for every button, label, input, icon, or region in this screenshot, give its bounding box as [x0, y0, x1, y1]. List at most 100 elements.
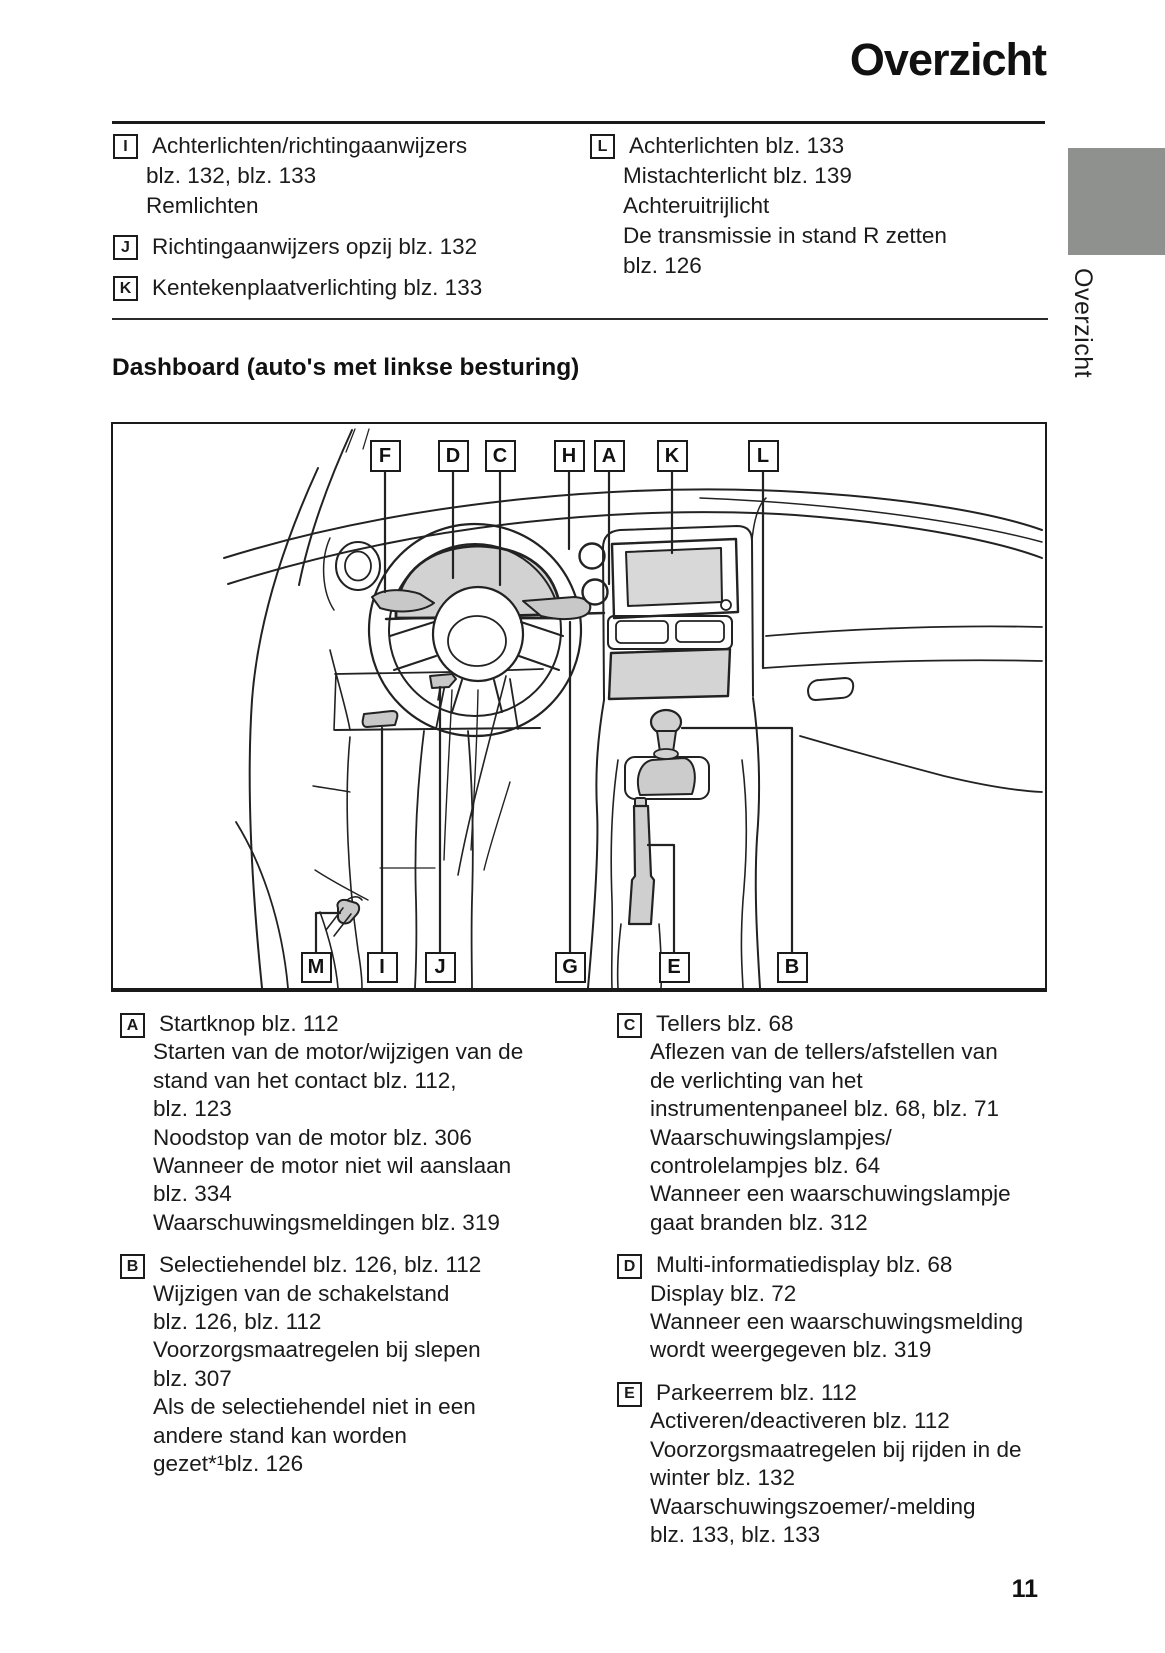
callout-letter-I: I: [113, 134, 138, 159]
top-reference-list-left: I Achterlichten/richtingaanwijzers blz. 13…: [113, 131, 573, 314]
dashboard-line-drawing: [223, 428, 1043, 988]
text-line: Multi-informatiedisplay blz. 68: [656, 1252, 953, 1278]
text-line: Activeren/deactiveren blz. 112: [650, 1408, 950, 1434]
text-line: Richtingaanwijzers opzij blz. 132: [152, 234, 478, 259]
text-line: andere stand kan worden: [153, 1422, 407, 1448]
text-line: Display blz. 72: [650, 1280, 797, 1306]
text-line: Wanneer een waarschuwingslampje: [650, 1181, 1011, 1207]
text-line: blz. 334: [153, 1181, 232, 1207]
text-line: blz. 133, blz. 133: [650, 1521, 821, 1547]
text-line: Remlichten: [146, 193, 259, 218]
diagram-callout-I: I: [366, 952, 398, 983]
text-line: De transmissie in stand R zetten: [623, 223, 947, 248]
text-line: winter blz. 132: [650, 1465, 796, 1491]
diagram-callout-D: D: [437, 440, 469, 472]
reference-text: Kentekenplaatverlichting blz. 133: [146, 273, 573, 303]
callout-letter-K: K: [113, 276, 138, 301]
diagram-callout-F: F: [369, 440, 401, 472]
text-line: Kentekenplaatverlichting blz. 133: [152, 275, 483, 300]
leader-line-E: [646, 843, 676, 954]
text-line: Waarschuwingszoemer/-melding: [650, 1493, 976, 1519]
header-rule: [112, 121, 1045, 124]
text-line: instrumentenpaneel blz. 68, blz. 71: [650, 1096, 999, 1122]
callout-letter-A: A: [120, 1013, 145, 1038]
diagram-callout-H: H: [553, 440, 585, 472]
diagram-callout-G: G: [554, 952, 586, 983]
text-line: de verlichting van het: [650, 1067, 863, 1093]
section-heading: Dashboard (auto's met linkse besturing): [112, 354, 580, 381]
text-line: blz. 126, blz. 112: [153, 1309, 322, 1335]
text-line: stand van het contact blz. 112,: [153, 1067, 457, 1093]
page-number: 11: [1011, 1575, 1038, 1603]
diagram-callout-A: A: [593, 440, 625, 472]
reference-item-C: C Tellers blz. 68 Aflezen van de tellers/a…: [617, 1010, 1057, 1237]
text-line: Waarschuwingslampjes/: [650, 1124, 892, 1150]
text-line: Wanneer de motor niet wil aanslaan: [153, 1153, 512, 1179]
callout-letter-C: C: [617, 1013, 642, 1038]
text-line: blz. 132, blz. 133: [146, 163, 317, 188]
callout-letter-B: B: [120, 1254, 145, 1280]
text-line: Startknop blz. 112: [159, 1011, 339, 1036]
diagram-callout-C: C: [484, 440, 516, 472]
callout-letter-E: E: [617, 1381, 642, 1407]
text-line: blz. 307: [153, 1365, 232, 1391]
reference-text: Tellers blz. 68 Aflezen van de tellers/af…: [650, 1010, 1057, 1237]
text-line: Achterlichten/richtingaanwijzers: [152, 133, 468, 158]
text-line: Mistachterlicht blz. 139: [623, 163, 852, 188]
leader-line-B: [680, 726, 794, 954]
chapter-tab-label: Overzicht: [1069, 268, 1097, 379]
reference-text: Richtingaanwijzers opzij blz. 132: [146, 232, 573, 262]
text-line: controlelampjes blz. 64: [650, 1153, 881, 1179]
diagram-callout-L: L: [747, 440, 779, 472]
text-line: Tellers blz. 68: [656, 1011, 794, 1036]
text-line: Selectiehendel blz. 126, blz. 112: [159, 1252, 482, 1278]
text-line: Voorzorgsmaatregelen bij rijden in de: [650, 1436, 1022, 1462]
text-line: Als de selectiehendel niet in een: [153, 1394, 476, 1420]
page-title: Overzicht: [849, 34, 1047, 85]
text-line: gezet*¹blz. 126: [153, 1451, 304, 1477]
bottom-reference-list-right: C Tellers blz. 68 Aflezen van de tellers/a…: [617, 1010, 1057, 1563]
diagram-callout-M: M: [300, 952, 332, 983]
text-line: Noodstop van de motor blz. 306: [153, 1124, 472, 1150]
diagram-callout-E: E: [658, 952, 690, 983]
reference-item-J: J Richtingaanwijzers opzij blz. 132: [113, 232, 573, 262]
callout-letter-L: L: [590, 134, 615, 159]
text-line: Starten van de motor/wijzigen van de: [153, 1039, 524, 1065]
diagram-callout-B: B: [776, 952, 808, 983]
diagram-callout-J: J: [424, 952, 456, 983]
text-line: Wijzigen van de schakelstand: [153, 1280, 450, 1306]
leader-line-M: [314, 911, 342, 954]
callout-letter-J: J: [113, 235, 138, 260]
text-line: Wanneer een waarschuwingsmelding: [650, 1309, 1024, 1335]
text-line: wordt weergegeven blz. 319: [650, 1337, 932, 1363]
text-line: Achteruitrijlicht: [623, 193, 770, 218]
text-line: Aflezen van de tellers/afstellen van: [650, 1039, 998, 1065]
diagram-callout-K: K: [656, 440, 688, 472]
section-divider: [112, 318, 1048, 320]
chapter-tab-marker: [1068, 148, 1165, 255]
text-line: Parkeerrem blz. 112: [656, 1379, 857, 1405]
text-line: Voorzorgsmaatregelen bij slepen: [153, 1337, 481, 1363]
reference-item-I: I Achterlichten/richtingaanwijzers blz. 13…: [113, 131, 573, 221]
text-line: Achterlichten blz. 133: [629, 133, 845, 158]
reference-item-K: K Kentekenplaatverlichting blz. 133: [113, 273, 573, 303]
text-line: blz. 126: [623, 253, 702, 278]
reference-text: Achterlichten/richtingaanwijzers blz. 132…: [146, 131, 573, 221]
text-line: blz. 123: [153, 1096, 232, 1122]
text-line: gaat branden blz. 312: [650, 1209, 868, 1235]
callout-letter-D: D: [617, 1254, 642, 1280]
